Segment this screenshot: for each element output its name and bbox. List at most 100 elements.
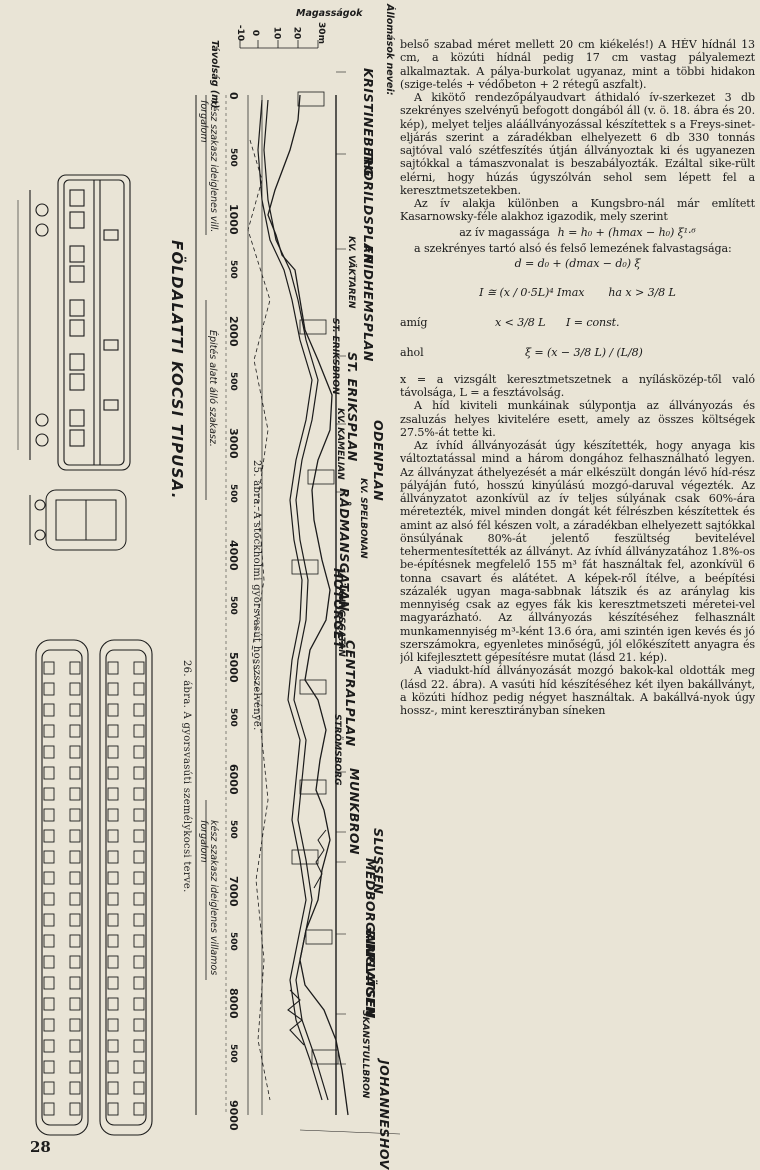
seat xyxy=(107,955,119,969)
header-stations: Állomások nevei: xyxy=(384,4,395,96)
station-label: JOHANNESHOV xyxy=(377,1060,392,1170)
seat xyxy=(107,1102,119,1116)
page-number: 28 xyxy=(30,1138,51,1156)
seat xyxy=(69,997,81,1011)
seat xyxy=(69,787,81,801)
seat xyxy=(133,955,145,969)
seat xyxy=(69,1102,81,1116)
seat xyxy=(69,766,81,780)
station-label: ODENPLAN xyxy=(371,420,386,502)
equation-1-prefix: az ív magassága xyxy=(459,225,550,239)
paragraph-4: a szekrényes tartó alsó és felső lemezén… xyxy=(414,241,732,255)
equation-4-row: amíg x < 3/8 L I = const. xyxy=(400,313,755,333)
seat xyxy=(107,913,119,927)
distance-tick: 500 xyxy=(228,260,238,279)
seat xyxy=(43,976,55,990)
paragraph-1: belső szabad méret mellett 20 cm kiékelé… xyxy=(400,38,755,91)
equation-5: ξ = (x − 3/8 L) / (L/8) xyxy=(525,346,643,360)
height-tick: 0 xyxy=(250,29,261,37)
seat xyxy=(69,955,81,969)
height-tick: 10 xyxy=(271,26,282,40)
minor-location-label: KUNGSGATAN xyxy=(336,588,346,657)
seat xyxy=(43,829,55,843)
distance-tick: 7000 xyxy=(227,876,240,907)
seat xyxy=(107,850,119,864)
equation-5-row: ahol ξ = (x − 3/8 L) / (L/8) xyxy=(400,333,755,373)
seat xyxy=(43,808,55,822)
figure-area: FÖLDALATTI KOCSI TIPUSA. 25. ábra. A sto… xyxy=(17,4,400,1170)
distance-tick: 500 xyxy=(228,372,238,391)
seat xyxy=(69,871,81,885)
seat xyxy=(133,934,145,948)
seat xyxy=(133,745,145,759)
seat xyxy=(133,1018,145,1032)
header-distance: Távolság (m) xyxy=(209,40,220,109)
seat xyxy=(133,997,145,1011)
minor-location-label: KV. SPELBONAN xyxy=(358,478,368,559)
seat xyxy=(43,745,55,759)
seat xyxy=(133,1081,145,1095)
seat xyxy=(43,892,55,906)
seat xyxy=(133,829,145,843)
equation-arch-height: az ív magassága h = h₀ + (hmax − h₀) ξ¹·… xyxy=(400,224,755,242)
seat xyxy=(43,787,55,801)
seat xyxy=(69,913,81,927)
seat xyxy=(43,1060,55,1074)
paragraph-6: A híd kiviteli munkáinak súlypontja az á… xyxy=(400,399,755,439)
seat xyxy=(69,1018,81,1032)
seat xyxy=(69,808,81,822)
seat xyxy=(107,892,119,906)
seat xyxy=(133,976,145,990)
header-heights: Magasságok xyxy=(296,8,363,19)
equation-3-left: I ≅ (x / 0·5L)⁴ Imax xyxy=(479,286,585,300)
minor-location-label: STRÖMSBORG xyxy=(332,714,342,786)
seat xyxy=(133,892,145,906)
minor-location-label: KV. VÄKTAREN xyxy=(346,236,356,309)
height-tick: 20 xyxy=(291,26,302,40)
distance-tick: 3000 xyxy=(227,428,240,459)
distance-tick: 6000 xyxy=(227,764,240,795)
paragraph-7: Az ívhíd állványozását úgy készítették, … xyxy=(400,439,755,664)
seat xyxy=(69,703,81,717)
seat xyxy=(107,724,119,738)
seat xyxy=(133,1060,145,1074)
seat xyxy=(69,745,81,759)
distance-tick: 500 xyxy=(228,708,238,727)
annotation-temp-traffic-1: kész szakasz ideiglenes vill. forgalom xyxy=(198,100,219,233)
height-tick: 30m xyxy=(315,22,326,44)
distance-tick: 2000 xyxy=(227,316,240,347)
distance-tick: 500 xyxy=(228,484,238,503)
seat xyxy=(43,1102,55,1116)
equation-4: x < 3/8 L I = const. xyxy=(495,316,620,330)
seat xyxy=(107,745,119,759)
seat xyxy=(107,871,119,885)
distance-tick: 500 xyxy=(228,820,238,839)
body-text-column: belső szabad méret mellett 20 cm kiékelé… xyxy=(400,38,755,1156)
seat xyxy=(69,682,81,696)
rail-car-side-elevation xyxy=(17,174,131,471)
seat xyxy=(43,682,55,696)
distance-tick: 1000 xyxy=(227,204,240,235)
seat xyxy=(107,703,119,717)
seat xyxy=(69,976,81,990)
seat xyxy=(133,1102,145,1116)
seat xyxy=(107,766,119,780)
seat xyxy=(133,682,145,696)
distance-tick: 500 xyxy=(228,1044,238,1063)
distance-tick: 500 xyxy=(228,148,238,167)
seat xyxy=(43,955,55,969)
seat xyxy=(133,913,145,927)
seat xyxy=(69,661,81,675)
seat xyxy=(69,1081,81,1095)
seat xyxy=(43,766,55,780)
seat xyxy=(133,808,145,822)
station-label: FRIDHEMSPLAN xyxy=(361,245,376,362)
figure-caption-25: 25. ábra. A stockholmi gyorsvasút hosszs… xyxy=(251,460,262,731)
distance-tick: 500 xyxy=(228,596,238,615)
minor-location-label: ST. ERIKSBRON xyxy=(330,318,340,395)
seat xyxy=(43,703,55,717)
height-tick: -10 xyxy=(235,24,246,42)
figure-caption-26: 26. ábra. A gyorsvasúti személykocsi ter… xyxy=(181,660,192,893)
seat xyxy=(43,661,55,675)
seat xyxy=(107,997,119,1011)
